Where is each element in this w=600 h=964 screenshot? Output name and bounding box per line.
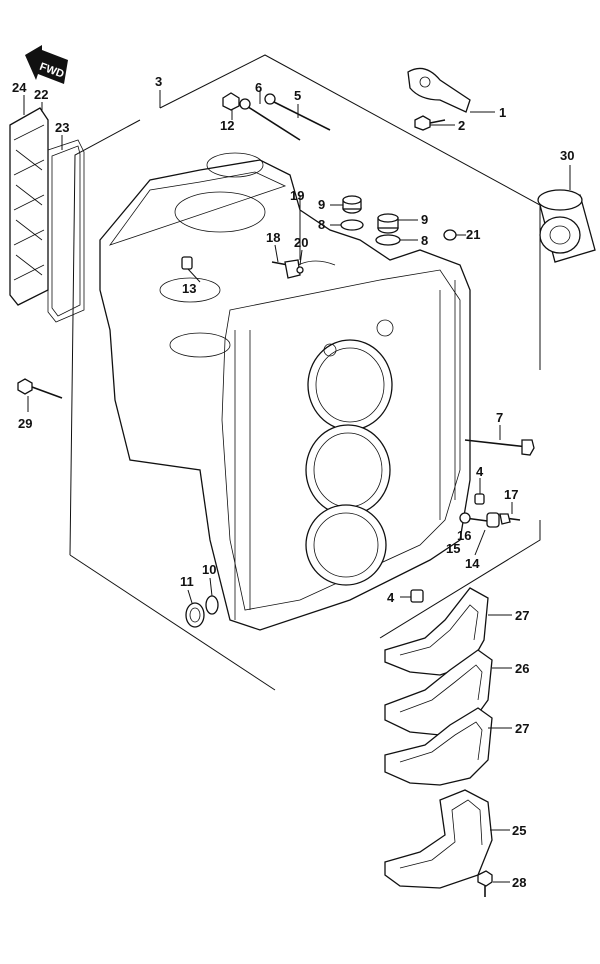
callout-13: 13 xyxy=(182,281,196,296)
left-cover-plate xyxy=(9,107,49,306)
exhaust-plate-26 xyxy=(384,649,493,736)
pin-20 xyxy=(296,266,304,274)
callout-14: 14 xyxy=(465,556,480,571)
leader-lines xyxy=(23,90,571,883)
callout-4-upper: 4 xyxy=(476,464,484,479)
exhaust-gasket-27-lower xyxy=(384,707,493,786)
callout-25: 25 xyxy=(512,823,526,838)
callout-15: 15 xyxy=(446,541,460,556)
callout-26: 26 xyxy=(515,661,529,676)
callout-8-right: 8 xyxy=(421,233,428,248)
callout-9-left: 9 xyxy=(318,197,325,212)
callout-27-upper: 27 xyxy=(515,608,529,623)
callout-labels: 1 2 3 4 4 5 6 7 8 8 9 9 10 11 12 13 14 1… xyxy=(12,74,574,890)
callout-16: 16 xyxy=(457,528,471,543)
callout-19: 19 xyxy=(290,188,304,203)
callout-24: 24 xyxy=(12,80,27,95)
callout-3: 3 xyxy=(155,74,162,89)
o-ring-8-left xyxy=(340,219,364,231)
bolt-2 xyxy=(414,115,446,131)
callout-2: 2 xyxy=(458,118,465,133)
callout-21: 21 xyxy=(466,227,480,242)
callout-29: 29 xyxy=(18,416,32,431)
callout-28: 28 xyxy=(512,875,526,890)
plug-9-left xyxy=(342,195,362,214)
plug-9-right xyxy=(377,213,399,234)
callout-11: 11 xyxy=(180,574,194,589)
assembly-boundary xyxy=(69,54,541,691)
exhaust-cover-25 xyxy=(384,789,493,889)
callout-10: 10 xyxy=(202,562,216,577)
callout-8-left: 8 xyxy=(318,217,325,232)
callout-12: 12 xyxy=(220,118,234,133)
fitting-4-lower xyxy=(410,589,424,603)
callout-6: 6 xyxy=(255,80,262,95)
oil-filter-30 xyxy=(537,189,596,263)
bracket-19 xyxy=(284,259,301,279)
sensor-17 xyxy=(499,513,521,525)
bolt-29 xyxy=(17,378,63,399)
callout-1: 1 xyxy=(499,105,506,120)
callout-18: 18 xyxy=(266,230,280,245)
bracket-1 xyxy=(407,67,471,113)
fitting-4-upper xyxy=(474,493,485,505)
o-ring-8-right xyxy=(375,234,401,246)
sensor-14-15-16 xyxy=(459,512,500,528)
callout-30: 30 xyxy=(560,148,574,163)
callout-20: 20 xyxy=(294,235,308,250)
callout-23: 23 xyxy=(55,120,69,135)
callout-17: 17 xyxy=(504,487,518,502)
bolt-28 xyxy=(477,870,493,897)
cylinder-block xyxy=(99,152,471,631)
callout-7: 7 xyxy=(496,410,503,425)
bolts-5-6 xyxy=(239,93,331,141)
dowel-13 xyxy=(181,256,193,270)
fwd-arrow-icon: FWD xyxy=(25,45,68,84)
callout-9-right: 9 xyxy=(421,212,428,227)
exhaust-gasket-27-upper xyxy=(384,587,489,676)
callout-22: 22 xyxy=(34,87,48,102)
callout-4-lower: 4 xyxy=(387,590,395,605)
plug-11 xyxy=(185,602,205,628)
o-ring-10 xyxy=(205,595,219,615)
plug-21 xyxy=(443,229,457,241)
left-cover-gasket xyxy=(47,139,85,323)
callout-27-lower: 27 xyxy=(515,721,529,736)
nut-12 xyxy=(222,92,240,111)
bolt-7 xyxy=(464,439,535,456)
callout-5: 5 xyxy=(294,88,301,103)
